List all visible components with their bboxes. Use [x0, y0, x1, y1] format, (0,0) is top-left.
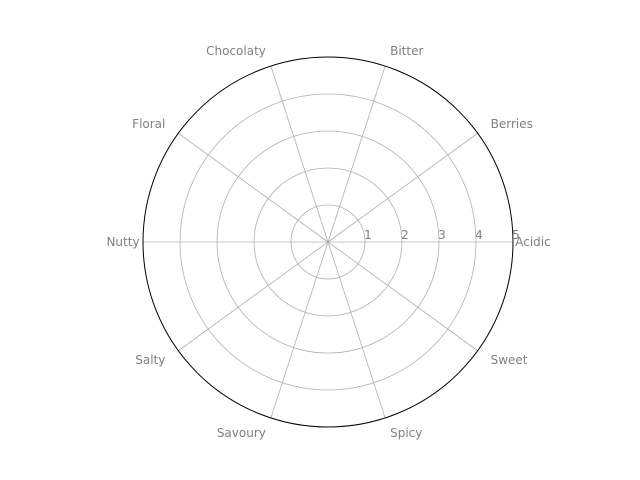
radial-tick-label: 4 — [475, 228, 483, 242]
spoke-savoury — [270, 241, 329, 419]
radial-tick-label: 3 — [438, 228, 446, 242]
category-label-nutty: Nutty — [106, 235, 139, 249]
category-label-salty: Salty — [135, 353, 165, 367]
radial-tick-labels: 1 2 3 4 5 — [364, 228, 520, 242]
category-label-berries: Berries — [491, 117, 533, 131]
spoke-floral — [178, 132, 329, 243]
outer-frame — [142, 56, 514, 428]
category-label-bitter: Bitter — [390, 44, 423, 58]
category-label-savoury: Savoury — [217, 426, 266, 440]
spoke-sweet — [327, 241, 478, 352]
spoke-salty — [178, 241, 329, 352]
spoke-berries — [327, 132, 478, 243]
spoke-spicy — [327, 241, 386, 419]
spoke-bitter — [327, 65, 386, 243]
spokes — [143, 65, 513, 419]
category-labels: Acidic Berries Bitter ChocolatyFloralNuttyS… — [106, 44, 550, 440]
category-label-chocolaty: Chocolaty — [206, 44, 266, 58]
radial-tick-label: 1 — [364, 228, 372, 242]
category-label-sweet: Sweet — [491, 353, 528, 367]
spoke-chocolaty — [270, 65, 329, 243]
category-label-acidic: Acidic — [515, 235, 550, 249]
radial-tick-label: 5 — [512, 228, 520, 242]
category-label-floral: Floral — [132, 117, 165, 131]
radial-tick-label: 2 — [401, 228, 409, 242]
category-label-spicy: Spicy — [390, 426, 422, 440]
